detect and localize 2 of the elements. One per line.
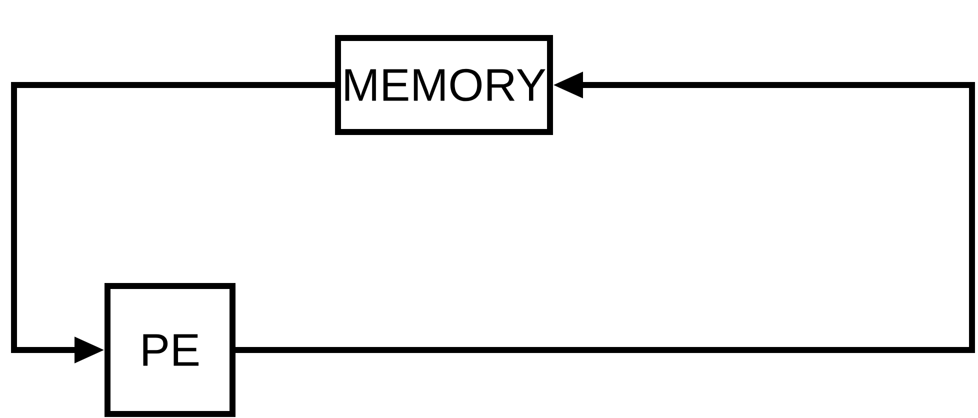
- process-box: MEMORY: [335, 35, 553, 135]
- process-box: PE: [104, 283, 236, 417]
